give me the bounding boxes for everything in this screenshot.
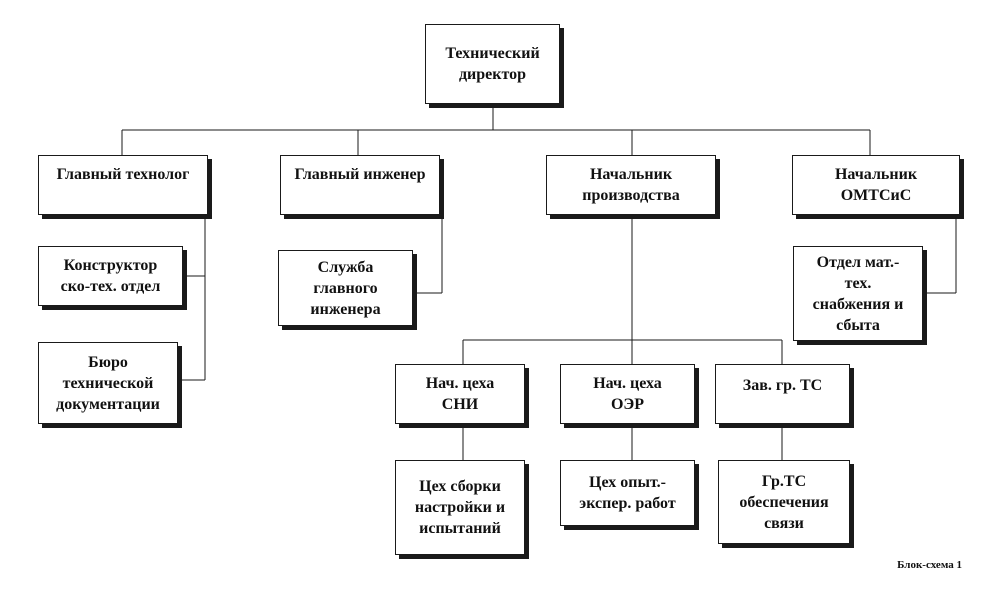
experimental-shop-box: Цех опыт.- экспер. работ bbox=[560, 460, 695, 526]
ts-group-head-box: Зав. гр. ТС bbox=[715, 364, 850, 424]
omtsis-head-box: Начальник ОМТСиС bbox=[792, 155, 960, 215]
sni-shop-head-box: Нач. цеха СНИ bbox=[395, 364, 525, 424]
chief-technologist-box: Главный технолог bbox=[38, 155, 208, 215]
tech-director-box: Технический директор bbox=[425, 24, 560, 104]
diagram-caption: Блок-схема 1 bbox=[897, 559, 962, 571]
chief-engineer-box: Главный инженер bbox=[280, 155, 440, 215]
assembly-shop-box: Цех сборки настройки и испытаний bbox=[395, 460, 525, 555]
oer-shop-head-box: Нач. цеха ОЭР bbox=[560, 364, 695, 424]
chief-engineer-service-box: Служба главного инженера bbox=[278, 250, 413, 326]
design-dept-box: Конструктор ско-тех. отдел bbox=[38, 246, 183, 306]
comm-group-box: Гр.ТС обеспечения связи bbox=[718, 460, 850, 544]
supply-sales-dept-box: Отдел мат.- тех. снабжения и сбыта bbox=[793, 246, 923, 341]
production-head-box: Начальник производства bbox=[546, 155, 716, 215]
tech-docs-bureau-box: Бюро технической документации bbox=[38, 342, 178, 424]
